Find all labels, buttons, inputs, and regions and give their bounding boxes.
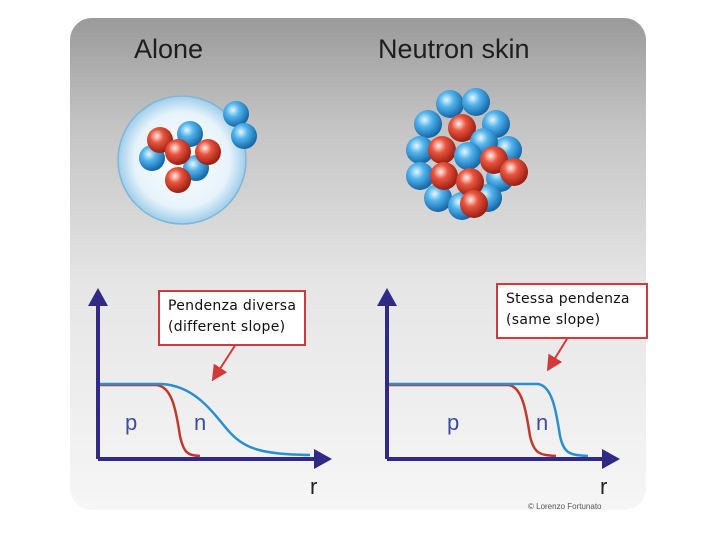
right-density-plot xyxy=(377,288,620,469)
neutron xyxy=(414,110,442,138)
neutron-skin-nucleus xyxy=(406,88,528,220)
neutron xyxy=(424,184,452,212)
y-axis-arrow xyxy=(377,288,397,306)
neutron-density-curve xyxy=(100,382,311,457)
proton xyxy=(165,139,191,165)
right-r-label: r xyxy=(600,474,608,499)
proton xyxy=(430,162,458,190)
callout-arrow xyxy=(546,333,571,372)
proton xyxy=(500,158,528,186)
y-axis-arrow xyxy=(88,288,108,306)
neutron xyxy=(406,162,434,190)
neutron xyxy=(436,90,464,118)
proton xyxy=(460,190,488,218)
neutron-skin-heading: Neutron skin xyxy=(378,34,530,64)
neutron-density-curve xyxy=(389,382,589,458)
neutron xyxy=(406,136,434,164)
proton xyxy=(456,168,484,196)
proton-density-curve xyxy=(389,383,557,458)
x-axis-arrow xyxy=(602,449,620,469)
neutron xyxy=(231,123,257,149)
proton xyxy=(195,139,221,165)
left-callout-box: Pendenza diversa (different slope) xyxy=(158,290,306,346)
left-p-label: p xyxy=(125,410,138,435)
right-callout-line1: Stessa pendenza xyxy=(506,291,630,307)
alone-heading: Alone xyxy=(134,34,204,64)
right-callout-box: Stessa pendenza (same slope) xyxy=(496,283,648,339)
callout-arrow xyxy=(211,343,237,382)
left-n-label: n xyxy=(194,410,207,435)
proton xyxy=(448,114,476,142)
neutron xyxy=(462,88,490,116)
left-r-label: r xyxy=(310,474,318,499)
left-density-plot xyxy=(88,288,332,469)
right-p-label: p xyxy=(447,410,460,435)
right-n-label: n xyxy=(536,410,549,435)
proton-density-curve xyxy=(100,383,201,458)
proton xyxy=(165,167,191,193)
neutron xyxy=(454,142,482,170)
copyright-text: © Lorenzo Fortunato xyxy=(528,502,602,511)
alone-nucleus xyxy=(117,95,257,225)
left-callout-line1: Pendenza diversa xyxy=(168,298,297,314)
right-callout-line2: (same slope) xyxy=(506,312,601,328)
neutron xyxy=(223,101,249,127)
left-callout-line2: (different slope) xyxy=(168,319,286,335)
x-axis-arrow xyxy=(314,449,332,469)
proton xyxy=(428,136,456,164)
